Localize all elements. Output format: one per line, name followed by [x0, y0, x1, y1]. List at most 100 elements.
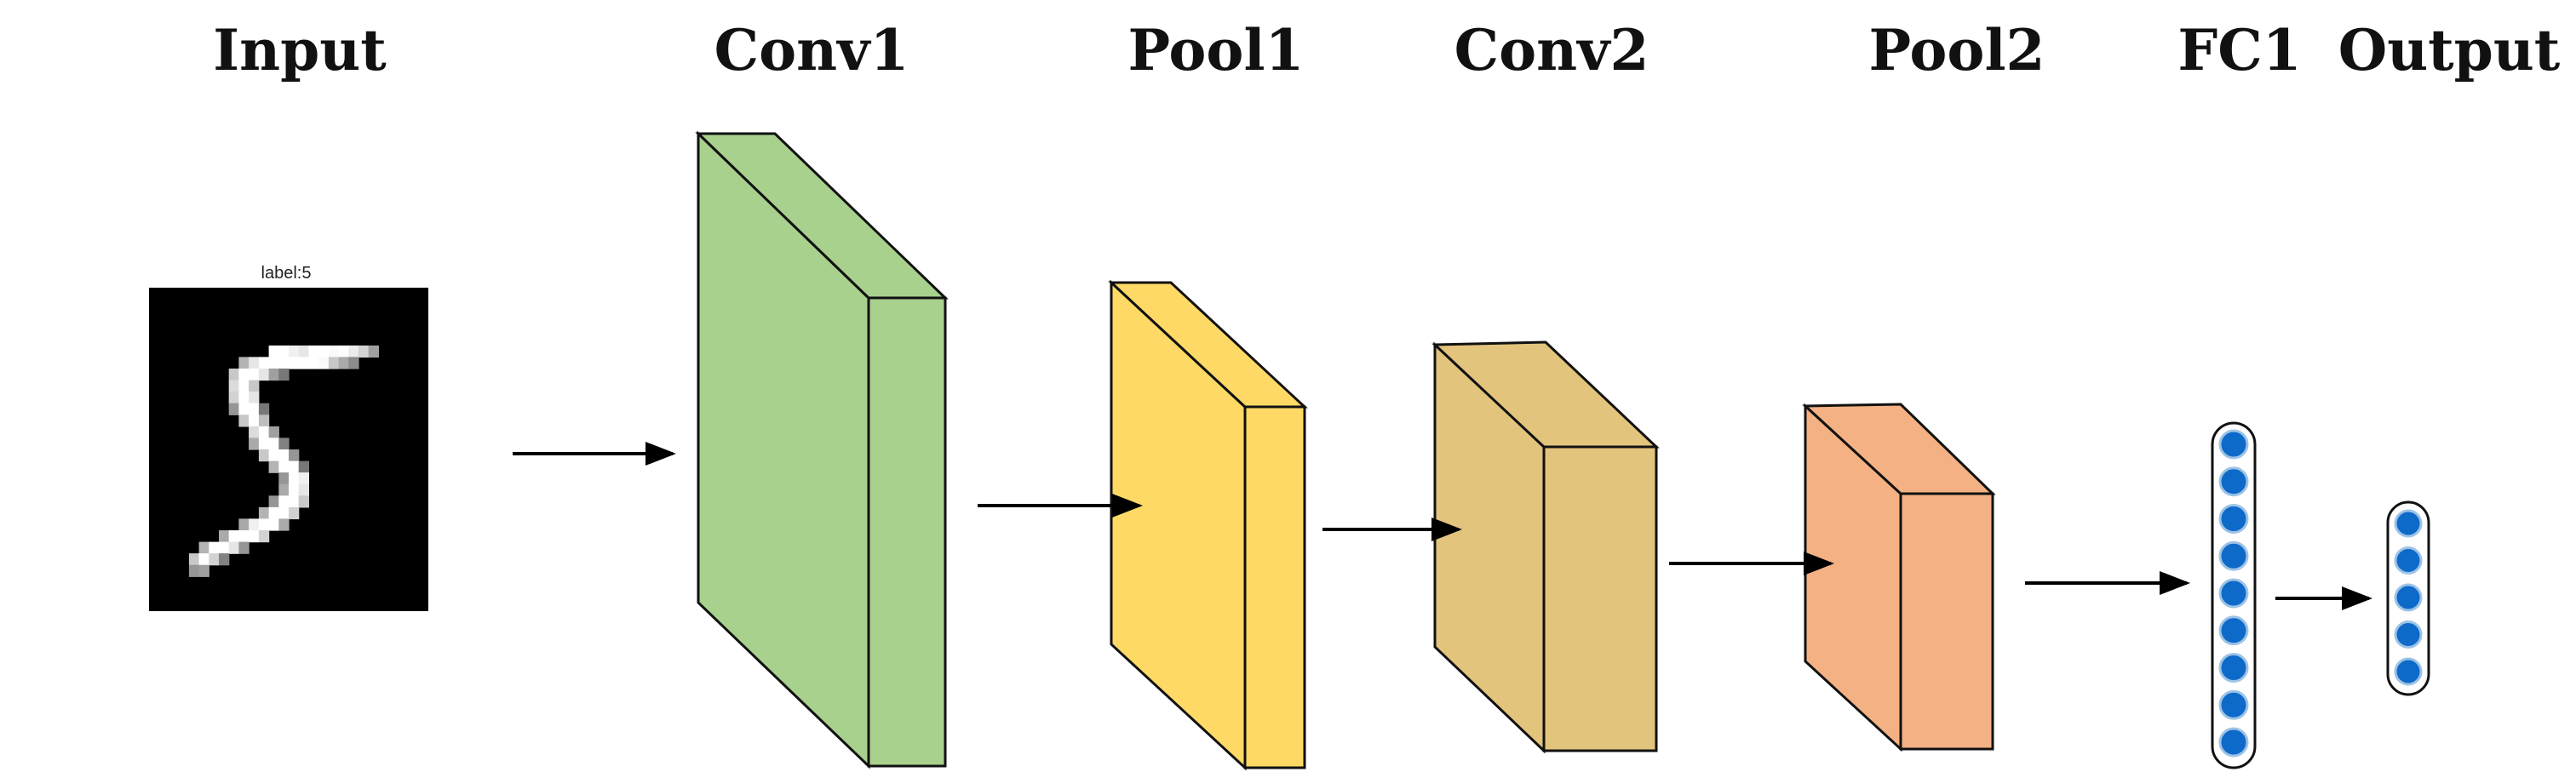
digit-pixel	[258, 369, 270, 381]
digit-pixel	[289, 345, 300, 358]
output-neuron	[2394, 620, 2423, 649]
digit-pixel	[268, 357, 279, 369]
pool2-block	[1802, 403, 1996, 752]
digit-pixel	[268, 495, 279, 508]
digit-pixel	[209, 553, 220, 566]
digit-pixel	[328, 357, 340, 369]
fc1-neurons	[2218, 429, 2249, 758]
digit-pixel	[249, 426, 260, 439]
output-neuron	[2394, 509, 2423, 538]
digit-pixel	[228, 541, 239, 554]
digit-pixel	[238, 369, 250, 381]
digit-pixel	[219, 553, 230, 566]
input-digit-image: label:5	[149, 264, 428, 611]
digit-pixel	[228, 530, 239, 543]
digit-pixel	[289, 460, 300, 473]
input-label-caption: label:5	[261, 264, 312, 283]
digit-five-pixels	[188, 345, 379, 577]
digit-pixel	[258, 357, 270, 369]
digit-pixel	[249, 369, 260, 381]
digit-pixel	[238, 541, 250, 554]
digit-pixel	[268, 345, 279, 358]
output-layer	[2386, 500, 2430, 696]
digit-pixel	[258, 449, 270, 462]
title-output: Output	[2338, 17, 2561, 83]
digit-pixel	[289, 357, 300, 369]
digit-pixel	[289, 449, 300, 462]
digit-pixel	[278, 449, 290, 462]
digit-pixel	[238, 380, 250, 392]
conv1-block	[695, 130, 949, 769]
digit-pixel	[258, 506, 270, 520]
digit-pixel	[289, 506, 300, 520]
digit-pixel	[318, 357, 330, 369]
digit-pixel	[348, 345, 359, 358]
digit-pixel	[228, 369, 239, 381]
digit-pixel	[278, 506, 290, 520]
digit-pixel	[289, 483, 300, 496]
digit-pixel	[258, 426, 270, 439]
digit-pixel	[368, 345, 379, 358]
digit-pixel	[228, 392, 239, 404]
title-input: Input	[213, 17, 387, 83]
digit-pixel	[268, 460, 279, 473]
digit-pixel	[238, 392, 250, 404]
output-neuron	[2394, 657, 2423, 686]
digit-pixel	[268, 506, 279, 520]
digit-pixel	[238, 518, 250, 531]
digit-pixel	[298, 345, 309, 358]
fc1-layer	[2211, 421, 2257, 769]
digit-pixel	[188, 564, 200, 577]
digit-pixel	[268, 518, 279, 531]
digit-pixel	[348, 357, 359, 369]
fc1-neuron	[2218, 429, 2249, 460]
digit-pixel	[219, 541, 230, 554]
pool2-side-face	[1899, 492, 1994, 751]
fc1-neuron	[2218, 689, 2249, 720]
digit-pixel	[278, 460, 290, 473]
output-neuron	[2394, 583, 2423, 612]
digit-pixel	[298, 357, 309, 369]
digit-pixel	[278, 437, 290, 450]
digit-pixel	[298, 483, 309, 496]
title-fc1: FC1	[2177, 17, 2301, 83]
digit-pixel	[278, 495, 290, 508]
digit-pixel	[328, 345, 340, 358]
digit-pixel	[278, 357, 290, 369]
pool1-side-face	[1243, 405, 1306, 769]
fc1-neuron	[2218, 615, 2249, 646]
digit-pixel	[238, 403, 250, 415]
fc1-neuron	[2218, 466, 2249, 497]
digit-pixel	[249, 437, 260, 450]
digit-pixel	[188, 553, 200, 566]
digit-pixel	[308, 357, 319, 369]
digit-pixel	[249, 392, 260, 404]
digit-pixel	[249, 530, 260, 543]
digit-pixel	[238, 415, 250, 427]
fc1-neuron	[2218, 504, 2249, 534]
digit-pixel	[258, 437, 270, 450]
digit-pixel	[258, 403, 270, 415]
digit-pixel	[268, 369, 279, 381]
title-conv2: Conv2	[1454, 17, 1649, 83]
digit-pixel	[338, 345, 349, 358]
digit-pixel	[258, 518, 270, 531]
digit-pixel	[298, 495, 309, 508]
conv1-side-face	[867, 296, 947, 768]
digit-pixel	[318, 345, 330, 358]
digit-pixel	[308, 345, 319, 358]
digit-pixel	[258, 530, 270, 543]
digit-pixel	[298, 472, 309, 485]
digit-pixel	[268, 437, 279, 450]
digit-pixel	[198, 553, 209, 566]
fc1-neuron	[2218, 727, 2249, 758]
digit-pixel	[298, 460, 309, 473]
digit-pixel	[198, 564, 209, 577]
conv2-block	[1431, 340, 1660, 754]
title-conv1: Conv1	[714, 17, 909, 83]
digit-pixel	[249, 357, 260, 369]
digit-pixel	[228, 380, 239, 392]
digit-pixel	[278, 369, 290, 381]
digit-pixel	[338, 357, 349, 369]
